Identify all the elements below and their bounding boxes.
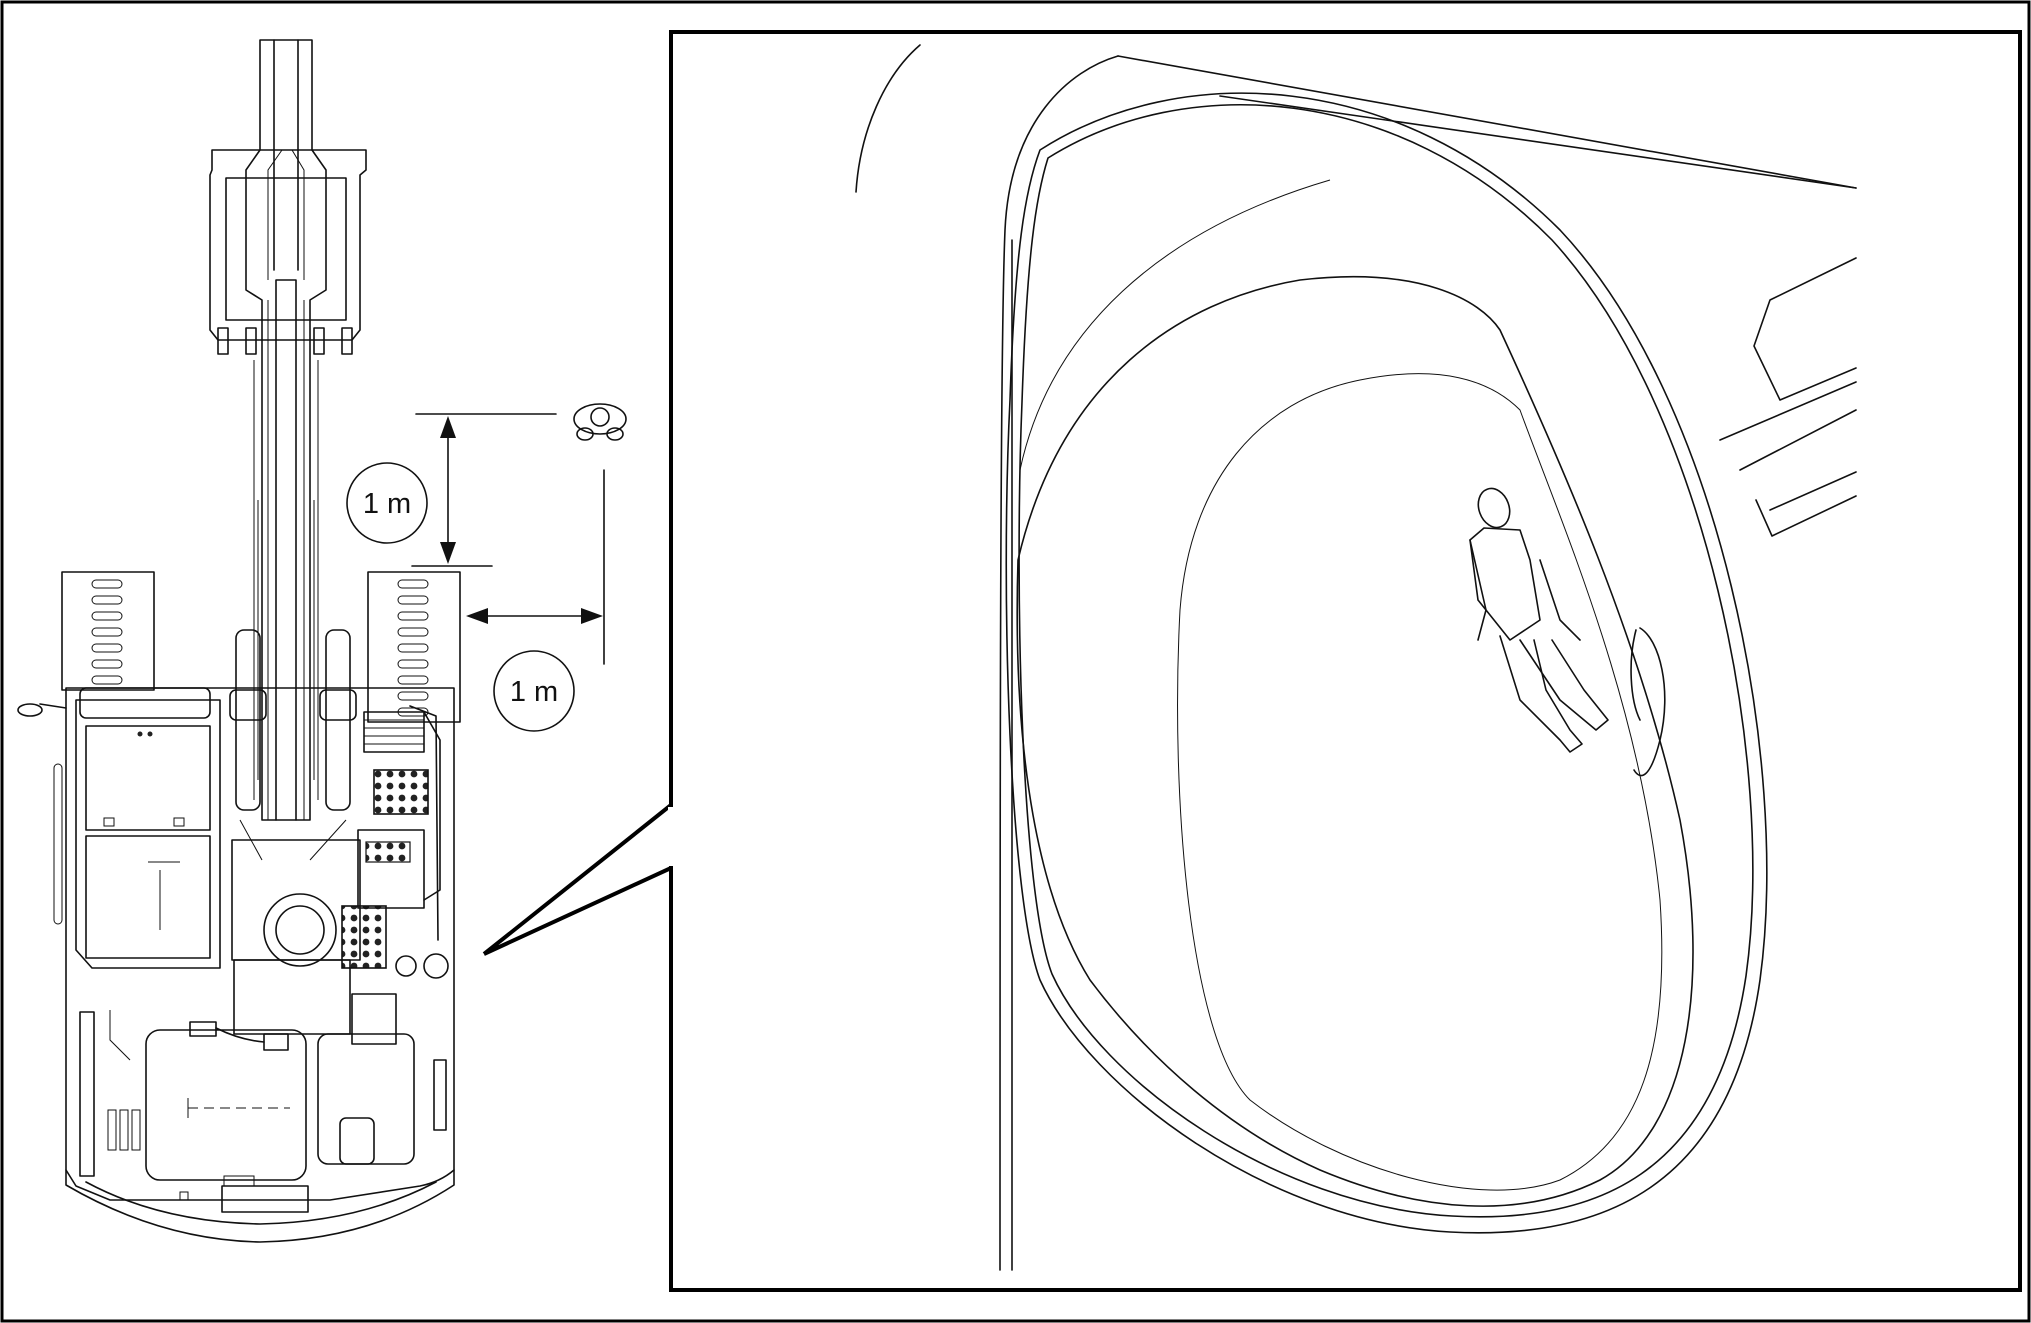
person-figure-icon	[1469, 487, 1666, 777]
callout-leader	[482, 803, 673, 956]
mirror-housing	[855, 44, 1857, 1271]
mirror-mount-arm	[1719, 257, 1857, 537]
rear-compartments	[79, 1010, 447, 1201]
left-track	[61, 571, 155, 691]
detail-frame	[669, 30, 2022, 1292]
label-circle-front	[346, 462, 428, 544]
dimension-front: 1 m	[346, 413, 557, 567]
right-track	[367, 571, 461, 723]
label-circle-side	[493, 650, 575, 732]
operator-cab	[53, 687, 221, 969]
left-mirror	[17, 703, 67, 717]
boom-arm	[229, 39, 357, 861]
dimension-label-front: 1 m	[363, 488, 411, 520]
dimension-label-side: 1 m	[510, 676, 558, 708]
bucket	[209, 149, 367, 355]
engine-area	[231, 705, 449, 1045]
excavator-top-view: 1 m 1 m	[17, 39, 673, 1243]
person-top-view-icon	[573, 403, 627, 441]
mirror-detail-panel	[668, 30, 2022, 1292]
upper-structure	[17, 687, 455, 1243]
dimension-side: 1 m	[466, 469, 605, 732]
